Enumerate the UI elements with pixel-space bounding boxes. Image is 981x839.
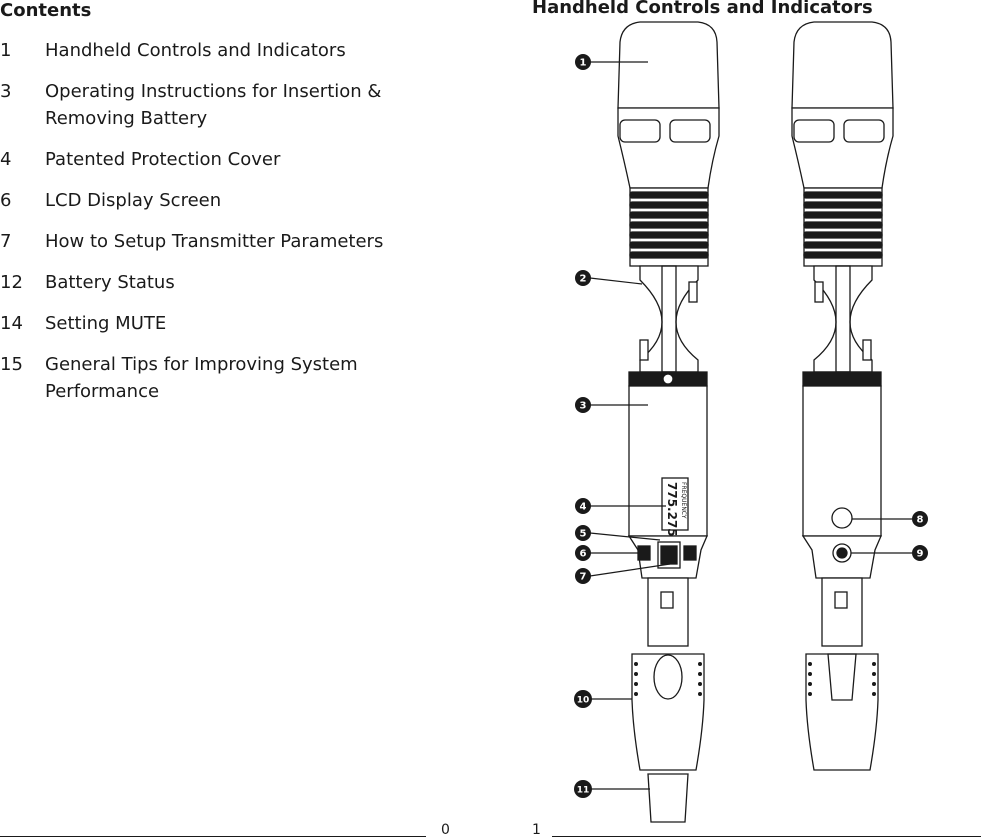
toc-item[interactable]: 4 Patented Protection Cover <box>0 146 440 173</box>
ir-port <box>831 507 853 529</box>
toc-page-number: 6 <box>0 190 12 211</box>
toc-item[interactable]: 15 General Tips for Improving System Per… <box>0 351 440 405</box>
svg-text:10: 10 <box>577 696 590 706</box>
toc-page-number: 3 <box>0 81 12 102</box>
mic-grille <box>791 21 894 109</box>
page-number: 1 <box>532 822 541 838</box>
svg-text:8: 8 <box>917 515 924 526</box>
toc-entry-text: How to Setup Transmitter Parameters <box>45 231 384 252</box>
toc-entry-text: Handheld Controls and Indicators <box>45 40 346 61</box>
cap-grip-dots <box>808 662 876 696</box>
callout-9: 9 <box>912 545 928 561</box>
svg-text:4: 4 <box>580 502 587 513</box>
toc-item[interactable]: 1 Handheld Controls and Indicators <box>0 37 440 64</box>
svg-text:1: 1 <box>580 58 587 69</box>
toc-item[interactable]: 6 LCD Display Screen <box>0 187 440 214</box>
lcd-display <box>661 477 689 531</box>
svg-text:6: 6 <box>580 549 587 560</box>
right-page: Handheld Controls and Indicators <box>490 0 981 839</box>
thread-ring <box>802 371 882 387</box>
svg-text:5: 5 <box>580 529 587 540</box>
callout-1: 1 <box>575 54 591 70</box>
antenna-cover <box>647 773 689 823</box>
back-view-microphone <box>791 21 894 771</box>
battery-latch <box>660 591 674 609</box>
toc-list: 1 Handheld Controls and Indicators 3 Ope… <box>0 37 440 419</box>
cover-tab <box>862 339 872 361</box>
toc-page-number: 12 <box>0 272 23 293</box>
bottom-cap <box>805 653 879 771</box>
svg-text:9: 9 <box>917 549 924 560</box>
toc-page-number: 4 <box>0 149 12 170</box>
leader-lines <box>589 61 912 790</box>
footer-rule <box>552 836 981 837</box>
toc-item[interactable]: 7 How to Setup Transmitter Parameters <box>0 228 440 255</box>
contents-title: Contents <box>0 0 92 21</box>
toc-entry-text: Operating Instructions for Insertion & R… <box>45 81 382 129</box>
toc-entry-text: Battery Status <box>45 272 175 293</box>
mute-button <box>683 545 697 561</box>
battery-handle <box>647 577 689 647</box>
callout-8: 8 <box>912 511 928 527</box>
bottom-cap <box>631 653 705 771</box>
toc-entry-text: LCD Display Screen <box>45 190 222 211</box>
toc-item[interactable]: 14 Setting MUTE <box>0 310 440 337</box>
cover-tab <box>688 281 698 303</box>
toc-page-number: 1 <box>0 40 12 61</box>
cover-tab <box>639 339 649 361</box>
collar-window <box>669 119 711 143</box>
callout-11: 11 <box>574 780 592 798</box>
toc-entry-text: Setting MUTE <box>45 313 167 334</box>
callout-4: 4 <box>575 498 591 514</box>
callout-2: 2 <box>575 270 591 286</box>
collar-window <box>843 119 885 143</box>
cap-grip-dots <box>634 662 702 696</box>
battery-latch <box>834 591 848 609</box>
svg-text:2: 2 <box>580 274 587 285</box>
front-view-microphone: FREQUENCY 775.275MHz <box>617 21 720 823</box>
toc-item[interactable]: 12 Battery Status <box>0 269 440 296</box>
mic-grille <box>617 21 720 109</box>
cover-tab <box>814 281 824 303</box>
toc-item[interactable]: 3 Operating Instructions for Insertion &… <box>0 78 440 132</box>
callout-5: 5 <box>575 525 591 541</box>
collar-window <box>619 119 661 143</box>
page-title: Handheld Controls and Indicators <box>532 0 873 18</box>
callout-7: 7 <box>575 568 591 584</box>
lcd-label: FREQUENCY <box>680 482 687 519</box>
page-number: 0 <box>441 822 450 838</box>
cap-window <box>653 654 683 700</box>
callout-6: 6 <box>575 545 591 561</box>
callout-3: 3 <box>575 397 591 413</box>
microphone-diagram: FREQUENCY 775.275MHz <box>574 21 928 823</box>
svg-text:11: 11 <box>577 786 590 796</box>
callout-10: 10 <box>574 690 592 708</box>
battery-handle <box>821 577 863 647</box>
toc-entry-text: Patented Protection Cover <box>45 149 281 170</box>
toc-page-number: 7 <box>0 231 12 252</box>
mic-ribbed-grip <box>629 187 709 267</box>
toc-page-number: 15 <box>0 354 23 375</box>
mic-ribbed-grip <box>803 187 883 267</box>
collar-window <box>793 119 835 143</box>
toc-entry-text: General Tips for Improving System Perfor… <box>45 354 358 402</box>
left-page: Contents 1 Handheld Controls and Indicat… <box>0 0 470 839</box>
footer-rule <box>0 836 426 837</box>
toc-page-number: 14 <box>0 313 23 334</box>
svg-text:7: 7 <box>580 572 587 583</box>
svg-text:3: 3 <box>580 401 587 412</box>
